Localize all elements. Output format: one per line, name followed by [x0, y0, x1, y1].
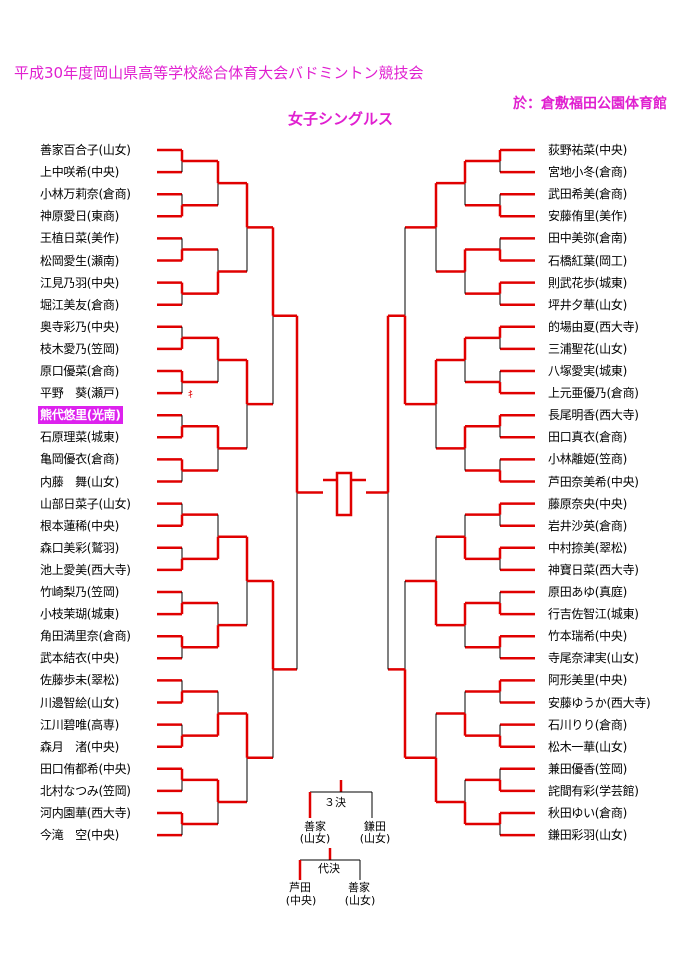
right-player-9: 的場由夏(西大寺) [548, 319, 639, 334]
left-player-29: 田口侑都希(中央) [40, 761, 131, 776]
right-player-1: 荻野祐菜(中央) [548, 143, 627, 157]
left-player-31: 河内園華(西大寺) [40, 806, 131, 820]
right-player-27: 石川りり(倉商) [548, 717, 627, 732]
right-player-20: 神寶日菜(西大寺) [548, 562, 639, 577]
right-player-25: 阿形美里(中央) [548, 673, 627, 688]
right-player-11: 八塚愛実(城東) [548, 364, 627, 378]
right-player-3: 武田希美(倉商) [548, 187, 627, 202]
left-player-5: 王植日菜(美作) [40, 231, 119, 246]
left-player-16: 内藤 舞(山女) [40, 474, 119, 489]
left-player-3: 小林万莉奈(倉商) [40, 187, 131, 202]
right-player-14: 田口真衣(倉商) [548, 430, 627, 445]
left-player-14: 石原理菜(城東) [40, 430, 119, 445]
playoff-left-school: (中央) [285, 894, 317, 907]
left-player-19: 森口美彩(鷲羽) [40, 540, 119, 555]
playoff-right-school: (山女) [344, 894, 376, 907]
retire-mark: ｷ [188, 390, 193, 401]
right-player-6: 石橋紅葉(岡工) [548, 253, 627, 268]
right-player-30: 詫間有彩(学芸館) [548, 783, 639, 798]
playoff-left-name: 芦田 [289, 881, 311, 894]
right-player-21: 原田あゆ(真庭) [548, 585, 627, 599]
venue-label: 於：倉敷福田公園体育館 [513, 96, 667, 112]
third-place-left-name: 善家 [304, 820, 326, 833]
left-player-18: 根本蓮稀(中央) [40, 518, 119, 533]
left-player-28: 森月 渚(中央) [40, 739, 119, 754]
right-player-29: 兼田優香(笠岡) [548, 761, 627, 776]
left-player-6: 松岡愛生(瀬南) [40, 253, 119, 268]
left-player-2: 上中咲希(中央) [40, 165, 119, 180]
right-player-15: 小林離姫(笠商) [548, 452, 627, 467]
left-player-30: 北村なつみ(笠岡) [40, 783, 131, 798]
left-player-10: 枝木愛乃(笠岡) [40, 341, 119, 356]
left-player-15: 亀岡優衣(倉商) [40, 452, 119, 467]
left-player-4: 神原愛日(東商) [40, 209, 119, 224]
left-player-20: 池上愛美(西大寺) [40, 562, 131, 577]
right-player-17: 藤原奈央(中央) [548, 496, 627, 511]
left-player-32: 今滝 空(中央) [40, 828, 119, 843]
third-place-right-school: (山女) [359, 832, 391, 845]
right-player-19: 中村捺美(翠松) [548, 540, 627, 555]
right-player-13: 長尾明香(西大寺) [548, 408, 639, 423]
right-player-12: 上元亜優乃(倉商) [548, 386, 639, 401]
playoff-right-name: 善家 [348, 881, 370, 894]
left-player-26: 川邊智絵(山女) [40, 695, 119, 710]
left-player-21: 竹崎梨乃(笠岡) [40, 585, 119, 599]
left-player-13: 熊代悠里(光南) [38, 406, 123, 425]
right-player-26: 安藤ゆうか(西大寺) [548, 695, 651, 710]
right-player-31: 秋田ゆい(倉商) [548, 806, 627, 820]
third-place-left-school: (山女) [299, 832, 331, 845]
third-place-label: ３決 [324, 796, 346, 809]
left-player-9: 奥寺彩乃(中央) [40, 319, 119, 334]
right-player-7: 則武花歩(城東) [548, 275, 627, 290]
left-player-12: 平野 葵(瀬戸) [40, 386, 119, 401]
left-player-22: 小枝茉瑚(城東) [40, 607, 119, 622]
left-player-17: 山部日菜子(山女) [40, 496, 131, 511]
event-title: 女子シングルス [288, 110, 394, 128]
playoff-label: 代決 [318, 862, 340, 875]
right-player-8: 坪井夕華(山女) [548, 297, 627, 312]
final-box [335, 471, 353, 517]
left-player-8: 堀江美友(倉商) [40, 297, 119, 312]
right-player-4: 安藤侑里(美作) [548, 209, 627, 224]
left-player-7: 江見乃羽(中央) [40, 275, 119, 290]
third-place-right-name: 鎌田 [364, 820, 386, 833]
right-player-22: 行吉佐智江(城東) [548, 607, 639, 622]
left-player-25: 佐藤歩未(翠松) [40, 673, 119, 688]
right-player-5: 田中美弥(倉南) [548, 231, 627, 246]
tournament-title: 平成30年度岡山県高等学校総合体育大会バドミントン競技会 [14, 64, 424, 82]
left-player-11: 原口優菜(倉商) [40, 364, 119, 378]
right-player-32: 鎌田彩羽(山女) [548, 828, 627, 843]
right-player-28: 松木一華(山女) [548, 739, 627, 754]
left-player-24: 武本結衣(中央) [40, 651, 119, 666]
right-player-18: 岩井沙英(倉商) [548, 518, 627, 533]
right-player-2: 宮地小冬(倉商) [548, 165, 627, 180]
right-player-10: 三浦聖花(山女) [548, 341, 627, 356]
right-player-16: 芦田奈美希(中央) [548, 474, 639, 489]
right-player-23: 竹本瑞希(中央) [548, 629, 627, 644]
left-player-1: 善家百合子(山女) [40, 143, 131, 157]
left-player-27: 江川碧唯(高専) [40, 717, 119, 732]
left-player-23: 角田満里奈(倉商) [40, 629, 131, 644]
right-player-24: 寺尾奈津実(山女) [548, 651, 639, 666]
